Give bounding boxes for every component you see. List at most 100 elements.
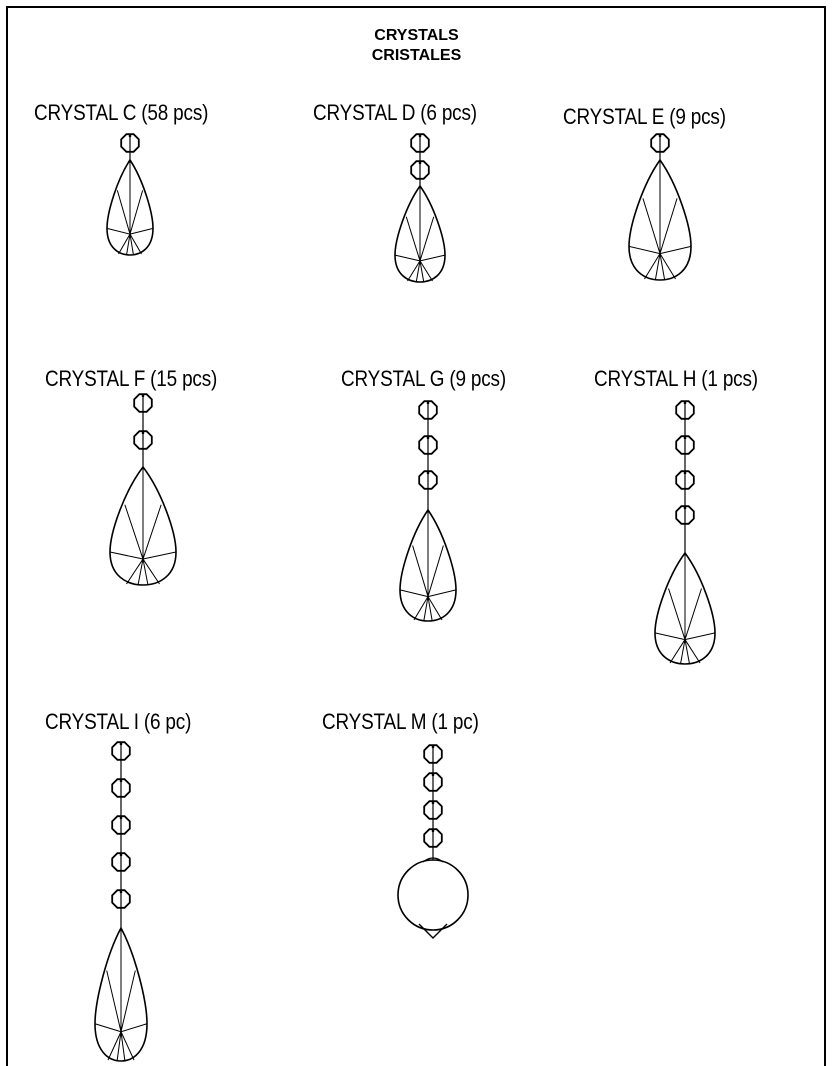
octagon-bead-icon xyxy=(419,401,437,419)
facet-line xyxy=(108,1032,121,1060)
label-crystal-c: CRYSTAL C (58 pcs) xyxy=(34,100,209,125)
facet-line xyxy=(428,597,442,620)
bead-dot-icon xyxy=(432,830,434,832)
octagon-bead-icon xyxy=(424,773,442,791)
octagon-bead-icon xyxy=(411,134,429,152)
teardrop-pendant-icon xyxy=(629,160,691,280)
octagon-bead-icon xyxy=(676,401,694,419)
page-title: CRYSTALS xyxy=(374,27,459,44)
facet-line xyxy=(130,228,153,234)
facet-line xyxy=(681,640,686,664)
bead-dot-icon xyxy=(120,743,122,745)
facet-line xyxy=(655,254,660,280)
bead-dot-icon xyxy=(684,437,686,439)
bead-dot-icon xyxy=(419,135,421,137)
octagon-bead-icon xyxy=(424,745,442,763)
bead-dot-icon xyxy=(129,135,131,137)
facet-line xyxy=(121,1024,147,1032)
facet-line xyxy=(143,505,161,559)
facet-line xyxy=(125,505,143,559)
crystal-g-drawing xyxy=(400,401,456,621)
facet-line xyxy=(117,190,130,234)
facet-line xyxy=(420,261,433,281)
facet-line xyxy=(110,552,143,559)
octagon-bead-icon xyxy=(134,394,152,412)
teardrop-pendant-icon xyxy=(110,467,176,585)
octagon-bead-icon xyxy=(411,161,429,179)
octagon-bead-icon xyxy=(676,436,694,454)
octagon-bead-icon xyxy=(112,853,130,871)
facet-line xyxy=(408,261,421,281)
facet-line xyxy=(420,255,445,261)
facet-line xyxy=(127,234,130,255)
bead-dot-icon xyxy=(120,854,122,856)
bead-dot-icon xyxy=(120,780,122,782)
facet-line xyxy=(406,217,420,261)
facet-line xyxy=(121,1032,134,1060)
octagon-bead-icon xyxy=(424,829,442,847)
facet-line xyxy=(143,559,148,585)
facet-line xyxy=(107,228,130,234)
facet-line xyxy=(428,597,432,621)
facet-line xyxy=(143,559,160,584)
label-crystal-e: CRYSTAL E (9 pcs) xyxy=(563,104,726,129)
octagon-bead-icon xyxy=(112,890,130,908)
facet-line xyxy=(107,971,121,1032)
crystal-m-drawing xyxy=(398,745,468,938)
facet-line xyxy=(655,633,685,640)
octagon-bead-icon xyxy=(676,471,694,489)
facet-line xyxy=(130,190,143,234)
bead-dot-icon xyxy=(120,817,122,819)
label-crystal-h: CRYSTAL H (1 pcs) xyxy=(594,366,758,391)
facet-line xyxy=(420,261,424,282)
bead-dot-icon xyxy=(427,402,429,404)
bead-dot-icon xyxy=(684,507,686,509)
facet-line xyxy=(121,1032,125,1061)
octagon-bead-icon xyxy=(112,742,130,760)
facet-line xyxy=(416,261,420,282)
teardrop-pendant-icon xyxy=(107,160,153,255)
facet-line xyxy=(660,198,677,253)
label-crystal-i: CRYSTAL I (6 pc) xyxy=(45,709,192,734)
facet-line xyxy=(130,234,133,255)
facet-line xyxy=(428,546,443,597)
octagon-bead-icon xyxy=(112,779,130,797)
facet-line xyxy=(643,198,660,253)
page-border xyxy=(6,6,826,1066)
facet-line xyxy=(660,254,676,279)
bead-dot-icon xyxy=(427,472,429,474)
facet-line xyxy=(629,246,660,253)
facet-line xyxy=(400,590,428,597)
facet-line xyxy=(685,589,702,640)
facet-line xyxy=(95,1024,121,1032)
teardrop-pendant-icon xyxy=(95,928,147,1061)
facet-line xyxy=(670,640,685,663)
facet-line xyxy=(117,1032,121,1061)
facet-line xyxy=(685,633,715,640)
bead-dot-icon xyxy=(432,774,434,776)
facet-line xyxy=(395,255,420,261)
bead-dot-icon xyxy=(432,746,434,748)
facet-line xyxy=(413,546,428,597)
facet-line xyxy=(414,597,428,620)
bead-dot-icon xyxy=(684,472,686,474)
page-subtitle: CRISTALES xyxy=(371,47,462,64)
facet-line xyxy=(143,552,176,559)
crystal-e-drawing xyxy=(629,134,691,280)
octagon-bead-icon xyxy=(134,431,152,449)
facet-line xyxy=(669,589,686,640)
facet-line xyxy=(420,217,434,261)
label-crystal-g: CRYSTAL G (9 pcs) xyxy=(341,366,506,391)
bead-dot-icon xyxy=(142,395,144,397)
bead-dot-icon xyxy=(142,432,144,434)
bead-dot-icon xyxy=(659,135,661,137)
facet-line xyxy=(119,234,131,254)
octagon-bead-icon xyxy=(676,506,694,524)
crystal-i-drawing xyxy=(95,742,147,1061)
bead-dot-icon xyxy=(684,402,686,404)
crystal-f-drawing xyxy=(110,394,176,585)
facet-line xyxy=(121,971,135,1032)
facet-line xyxy=(428,590,456,597)
facet-line xyxy=(127,559,144,584)
